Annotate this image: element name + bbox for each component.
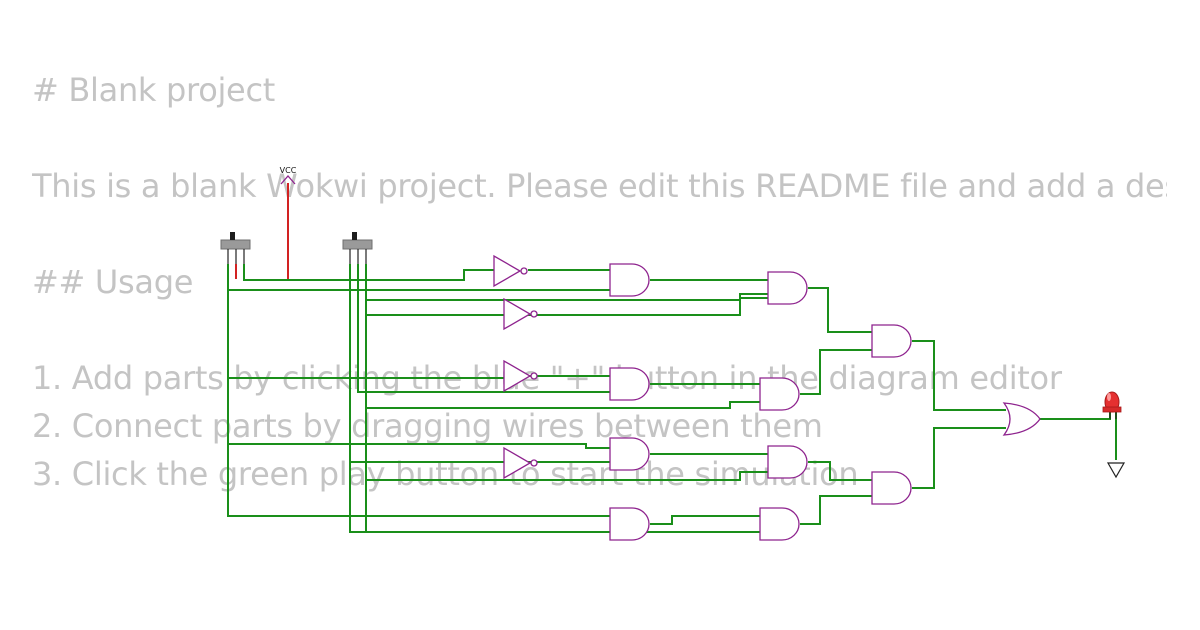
readme-overlay: # Blank project This is a blank Wokwi pr… [32,66,1167,506]
not-gate-1[interactable] [493,254,528,288]
wire-and4-and8[interactable] [650,515,760,525]
wire-and8-and10[interactable] [800,495,872,525]
readme-title: # Blank project [32,71,275,109]
and-gate-1[interactable] [609,263,650,297]
vcc-label: VCC [280,166,297,175]
wire-and9-or[interactable] [912,340,1006,411]
and-gate-5[interactable] [767,271,808,305]
not-gate-3[interactable] [503,359,538,393]
wire-sw1-and3[interactable] [228,443,610,449]
and-gate-6[interactable] [759,377,800,411]
wire-and10-or[interactable] [912,427,1006,489]
and-gate-9[interactable] [871,324,912,358]
slide-switch-2[interactable] [342,232,373,264]
wire-and5-and9[interactable] [808,287,872,333]
not-gate-4[interactable] [503,446,538,480]
wire-sw1-and4[interactable] [227,264,610,517]
wire-sw2-and6[interactable] [366,401,760,409]
wire-sw2-and4[interactable] [349,264,610,533]
wire-sw1-not1[interactable] [243,264,494,281]
readme-step-2: 2. Connect parts by dragging wires betwe… [32,407,823,445]
wire-sw2-and5[interactable] [366,293,768,301]
wires [227,183,1117,533]
readme-usage-heading: ## Usage [32,263,194,301]
and-gate-10[interactable] [871,471,912,505]
ground-symbol[interactable] [1106,462,1126,479]
and-gate-7[interactable] [767,445,808,479]
and-gate-4[interactable] [609,507,650,541]
vcc-symbol[interactable]: VCC [280,166,297,185]
and-gate-3[interactable] [609,437,650,471]
not-gate-2[interactable] [503,297,538,331]
and-gate-2[interactable] [609,367,650,401]
wire-and7-and10[interactable] [808,461,872,481]
and-gate-8[interactable] [759,507,800,541]
wire-and6-and9[interactable] [800,349,872,395]
led[interactable] [1102,391,1122,419]
wire-or-led[interactable] [1040,412,1111,420]
wire-sw2-and5b[interactable] [366,297,768,316]
slide-switch-1[interactable] [220,232,251,264]
readme-description: This is a blank Wokwi project. Please ed… [32,167,1167,205]
or-gate[interactable] [1002,402,1041,436]
wire-sw2-and2[interactable] [357,264,610,393]
readme-step-1: 1. Add parts by clicking the blue "+" bu… [32,359,1062,397]
wire-sw2-and7[interactable] [366,471,768,481]
